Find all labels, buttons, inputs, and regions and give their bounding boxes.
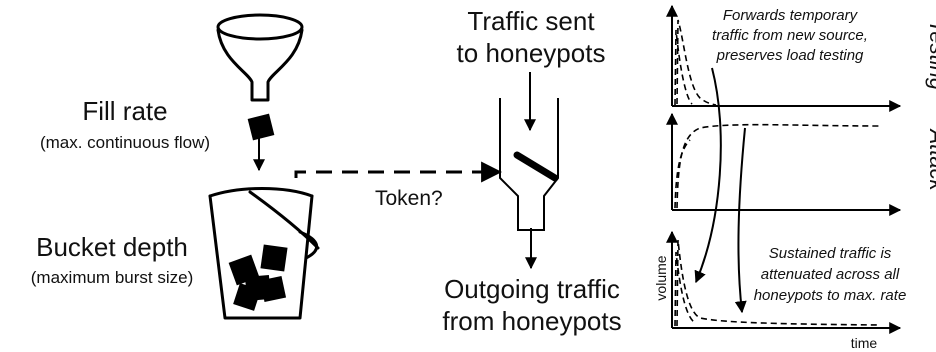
token-label: Token? bbox=[375, 187, 443, 210]
side-label-attack: Attack bbox=[925, 127, 936, 191]
testing-note-line1: Forwards temporary bbox=[723, 7, 859, 24]
valve-icon bbox=[499, 98, 559, 231]
attack-graph bbox=[666, 112, 902, 216]
bucket-depth-sublabel: (maximum burst size) bbox=[31, 268, 193, 287]
fill-rate-label: Fill rate bbox=[82, 96, 167, 126]
x-axis-label: time bbox=[851, 335, 878, 351]
sustained-note-line2: attenuated across all bbox=[761, 266, 900, 283]
traffic-sent-label-line1: Traffic sent bbox=[467, 6, 595, 36]
testing-graph: Forwards temporary traffic from new sour… bbox=[666, 4, 902, 112]
testing-note-arrow bbox=[694, 67, 722, 284]
outgoing-label-line2: from honeypots bbox=[442, 306, 621, 336]
sustained-note-arrow bbox=[734, 127, 747, 314]
y-axis-label: volume bbox=[653, 255, 669, 300]
token-icon bbox=[247, 113, 275, 141]
funnel-icon bbox=[216, 13, 304, 102]
fill-rate-sublabel: (max. continuous flow) bbox=[40, 133, 210, 152]
testing-note-line2: traffic from new source, bbox=[712, 27, 868, 44]
bucket-icon bbox=[208, 187, 320, 320]
token-dashed-arrow bbox=[294, 161, 503, 183]
side-label-testing: Testing bbox=[925, 20, 936, 91]
volume-time-graph: volume time Sustained traffic is attenua… bbox=[653, 230, 907, 351]
outgoing-label-line1: Outgoing traffic bbox=[444, 274, 620, 304]
testing-note-line3: preserves load testing bbox=[716, 47, 864, 64]
sustained-note-line1: Sustained traffic is bbox=[769, 245, 892, 262]
bucket-depth-label: Bucket depth bbox=[36, 232, 188, 262]
sustained-note-line3: honeypots to max. rate bbox=[754, 287, 907, 304]
traffic-sent-label-line2: to honeypots bbox=[457, 38, 606, 68]
